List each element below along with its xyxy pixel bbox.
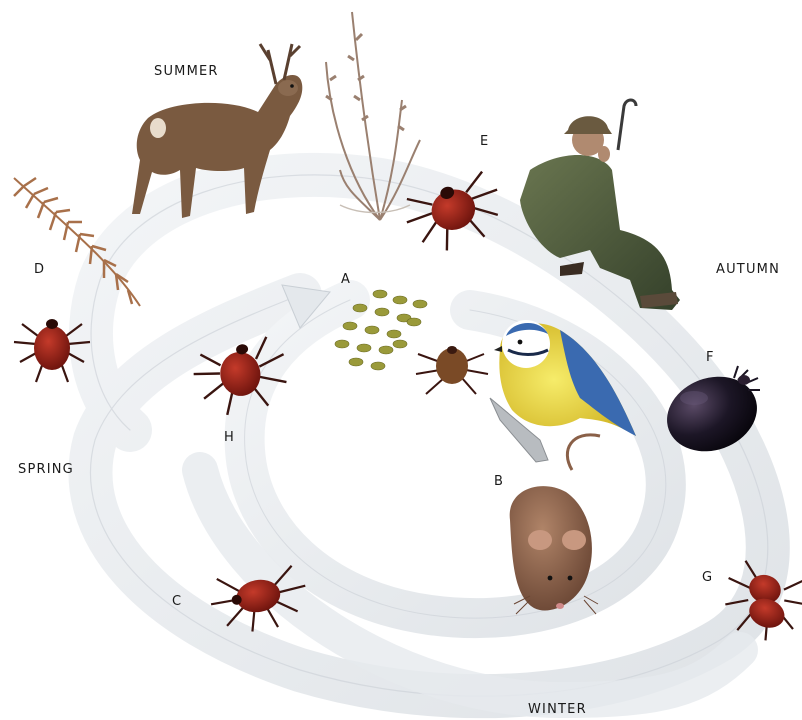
blue-tit-bird-illustration bbox=[490, 320, 636, 462]
season-label-spring: SPRING bbox=[18, 462, 74, 477]
stage-label-d: D bbox=[34, 262, 45, 277]
stage-label-f: F bbox=[706, 350, 714, 365]
larva-tick-illustration bbox=[416, 346, 488, 394]
life-cycle-spiral bbox=[90, 175, 767, 700]
stage-label-e: E bbox=[480, 134, 489, 149]
season-label-winter: WINTER bbox=[528, 702, 587, 717]
stage-label-h: H bbox=[224, 430, 235, 445]
stage-label-a: A bbox=[341, 272, 351, 287]
season-label-autumn: AUTUMN bbox=[716, 262, 780, 277]
stage-label-g: G bbox=[702, 570, 713, 585]
stage-label-b: B bbox=[494, 474, 504, 489]
stage-label-c: C bbox=[172, 594, 182, 609]
season-label-summer: SUMMER bbox=[154, 64, 219, 79]
